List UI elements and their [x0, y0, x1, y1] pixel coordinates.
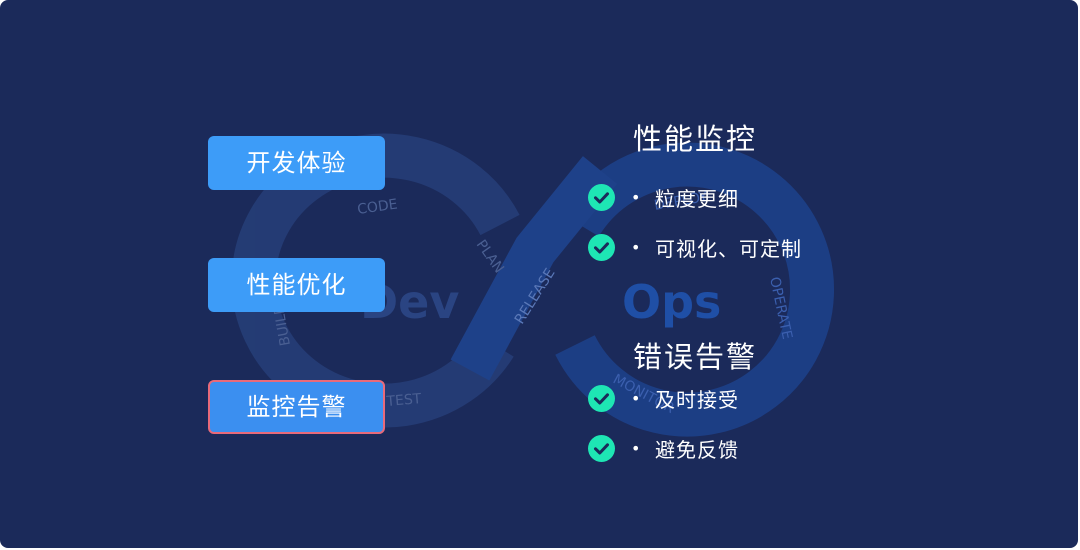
- list-item: • 粒度更细: [588, 183, 739, 211]
- bullet: •: [631, 237, 641, 257]
- stage-test: TEST: [385, 391, 423, 410]
- ops-loop-ring: [555, 142, 835, 437]
- check-circle-icon: [588, 183, 615, 211]
- item-text: 可视化、可定制: [655, 236, 802, 261]
- list-item: • 避免反馈: [588, 434, 739, 462]
- bullet: •: [631, 438, 641, 458]
- tab-monitoring-alerts[interactable]: 监控告警: [208, 380, 385, 434]
- section-title-performance-monitoring: 性能监控: [632, 122, 757, 156]
- stage-plan: PLAN: [473, 237, 507, 276]
- item-text: 及时接受: [655, 387, 739, 412]
- item-text: 粒度更细: [655, 186, 739, 211]
- tab-label: 开发体验: [246, 149, 347, 177]
- stage-build: BUILD: [271, 302, 294, 347]
- check-circle-icon: [588, 233, 615, 261]
- check-circle-icon: [588, 434, 615, 462]
- check-circle-icon: [588, 384, 615, 412]
- list-item: • 及时接受: [588, 384, 739, 412]
- bullet: •: [631, 388, 641, 408]
- tab-performance[interactable]: 性能优化: [208, 258, 385, 312]
- release-band: [450, 156, 618, 381]
- bullet: •: [631, 187, 641, 207]
- stage-code: CODE: [356, 196, 398, 217]
- section-title-error-alerts: 错误告警: [632, 340, 757, 374]
- tab-label: 性能优化: [246, 271, 347, 299]
- item-text: 避免反馈: [655, 437, 739, 462]
- tab-dev-experience[interactable]: 开发体验: [208, 136, 385, 190]
- tab-label: 监控告警: [246, 393, 347, 421]
- list-item: • 可视化、可定制: [588, 233, 802, 261]
- ops-label: Ops: [622, 275, 721, 329]
